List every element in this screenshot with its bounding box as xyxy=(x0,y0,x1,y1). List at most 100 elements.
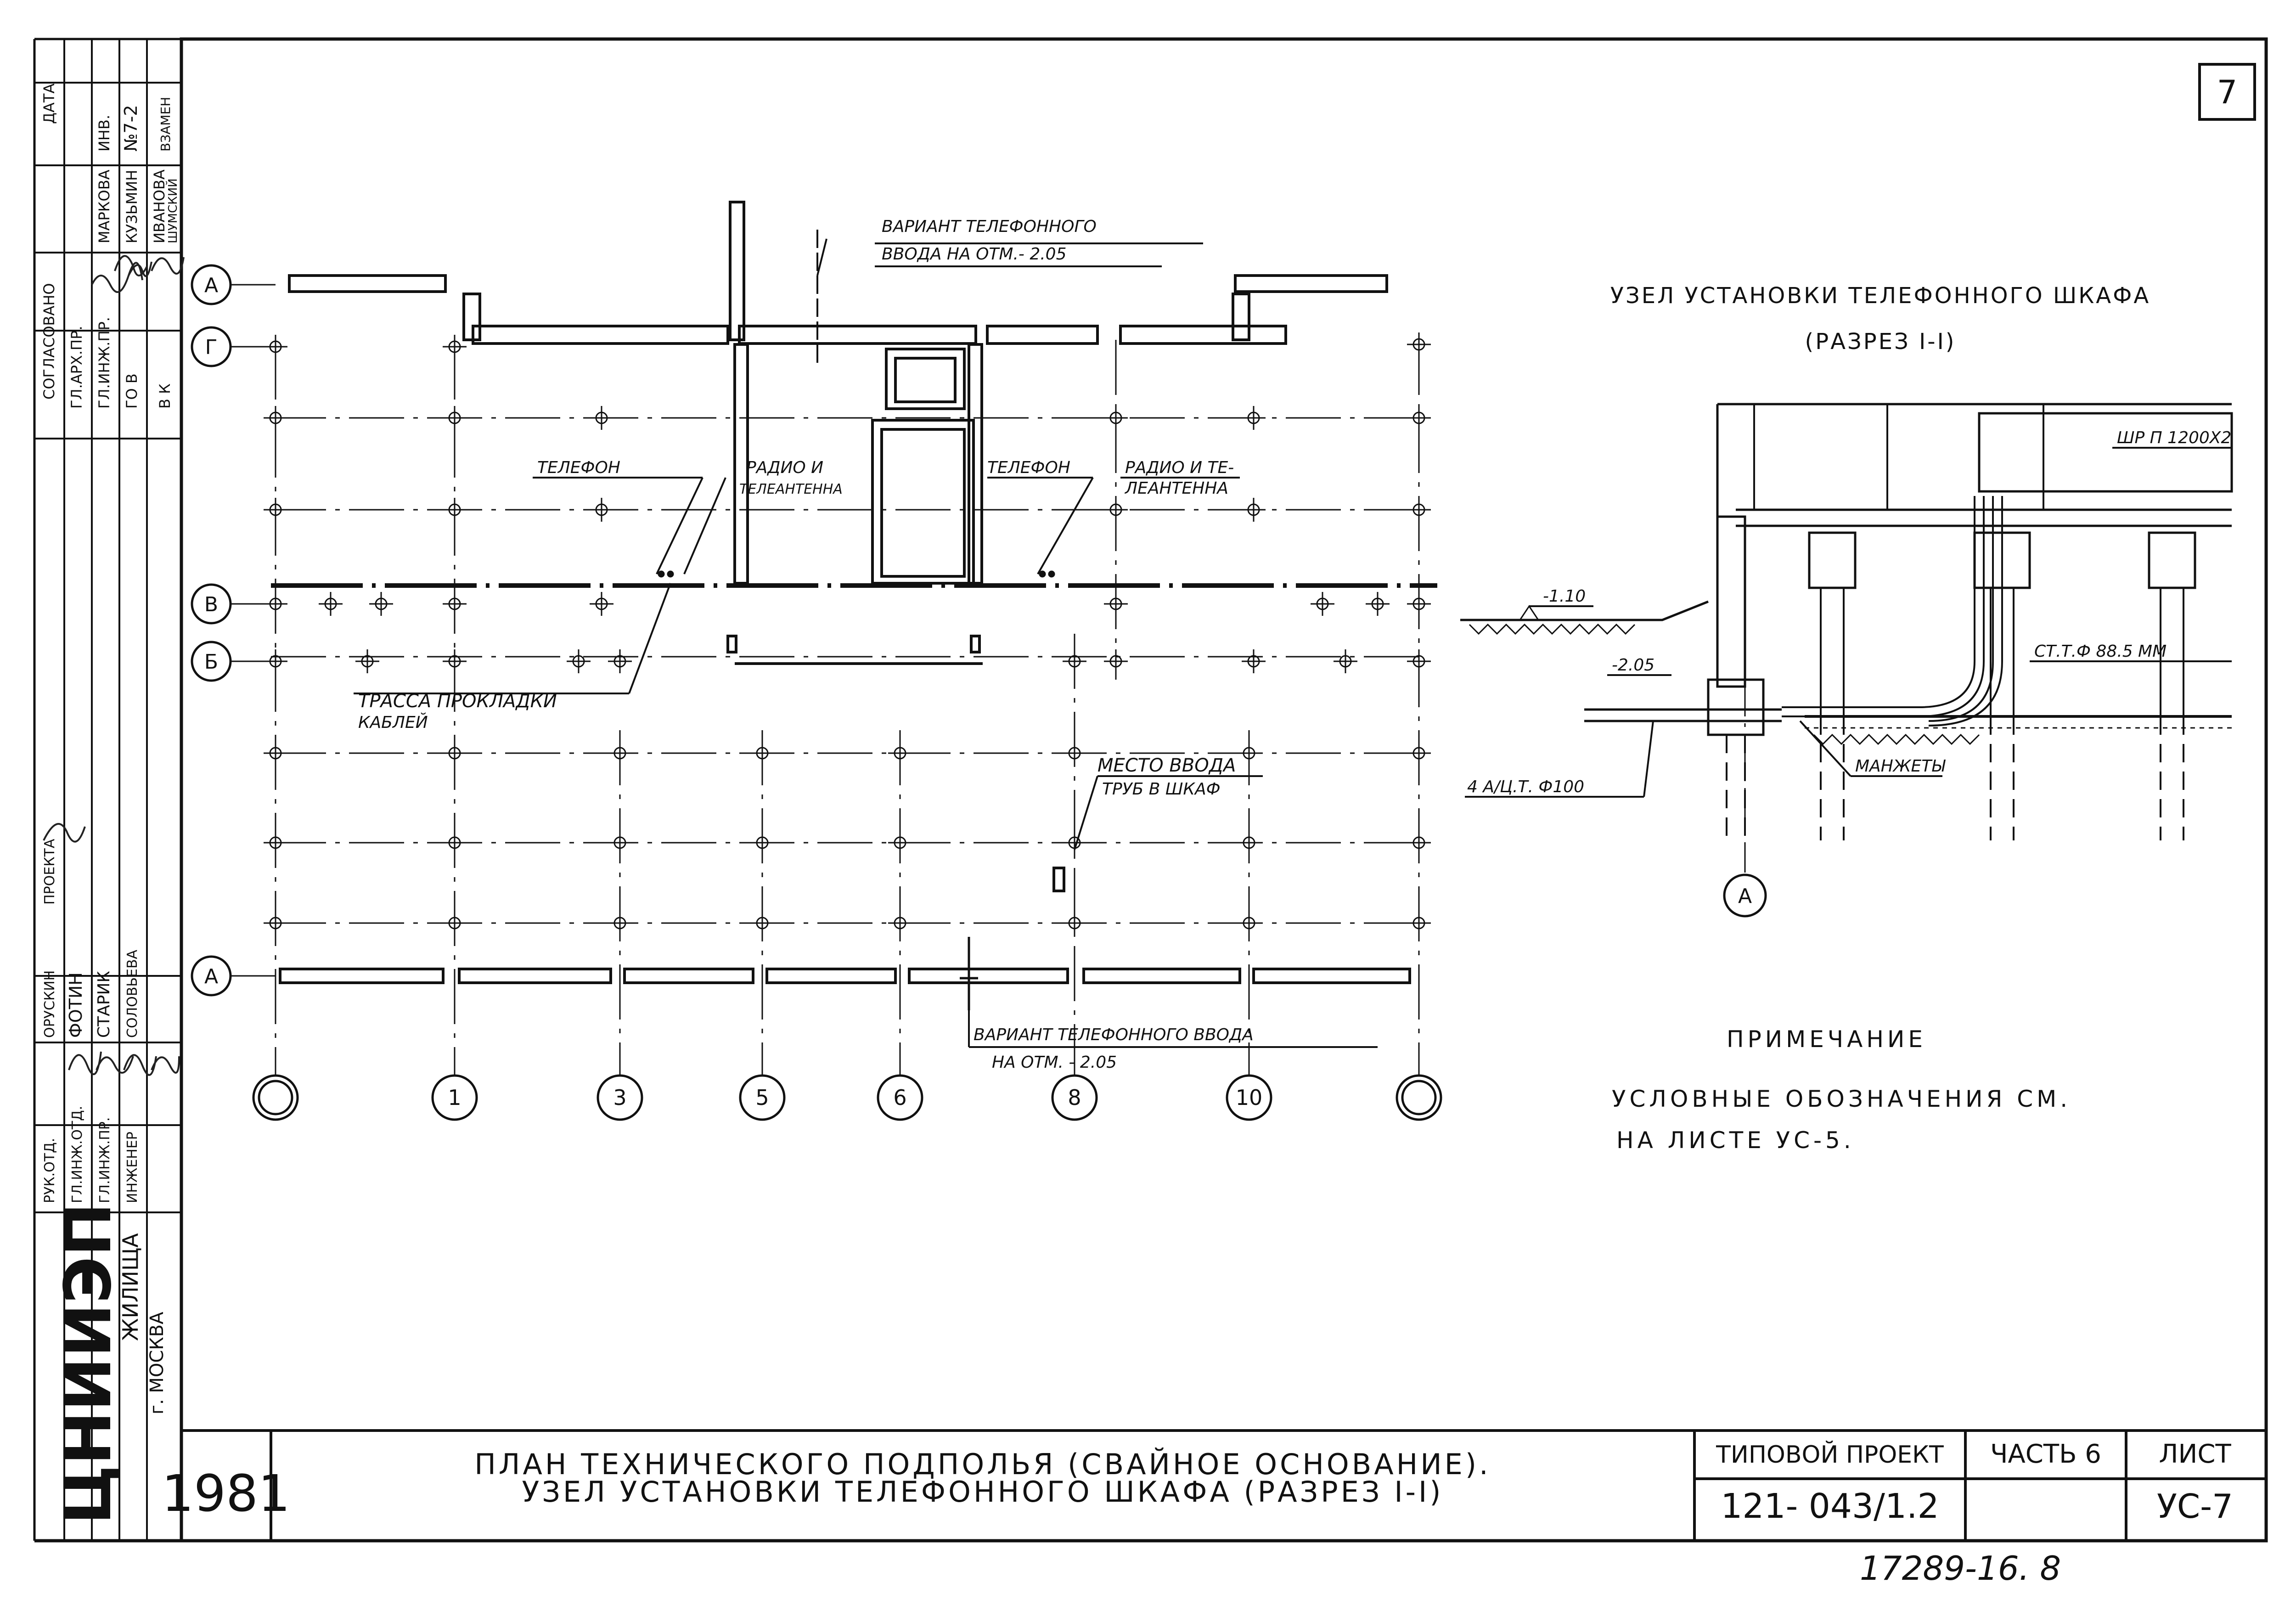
label-entry-1: МЕСТО ВВОДА xyxy=(1097,755,1236,776)
pile-symbol xyxy=(264,911,287,935)
project-number: 121- 043/1.2 xyxy=(1721,1487,1939,1526)
approval-role-4: В К xyxy=(156,383,174,409)
level-label-2: -2.05 xyxy=(1612,656,1654,675)
section-subtitle: (РАЗРЕЗ I-I) xyxy=(1805,329,1956,355)
pile-symbol xyxy=(1104,592,1128,616)
pile-symbol xyxy=(1063,911,1086,935)
label-radio-right-1: РАДИО И ТЕ- xyxy=(1125,458,1234,477)
label-entry-2: ТРУБ В ШКАФ xyxy=(1102,780,1221,799)
sheet-code: УС-7 xyxy=(2157,1487,2233,1526)
pile-symbol xyxy=(590,498,613,522)
leader-lines xyxy=(354,242,1378,1048)
sheet-number: 7 xyxy=(2217,73,2238,111)
org-logo: ЦНИИЭП xyxy=(51,1203,126,1525)
pile-symbol xyxy=(264,831,287,855)
authors-block: РУК.ОТД. ГЛ.ИНЖ.ОТД. ГЛ.ИНЖ.ПР. ИНЖЕНЕР … xyxy=(42,950,141,1203)
author-role-4: ИНЖЕНЕР xyxy=(124,1132,141,1203)
pile-symbol xyxy=(443,406,467,430)
approval-role-2: ГЛ.ИНЖ.ПР. xyxy=(96,317,113,409)
note-block: ПРИМЕЧАНИЕ УСЛОВНЫЕ ОБОЗНАЧЕНИЯ СМ. НА Л… xyxy=(1612,1026,2071,1154)
column-axis-label: 1 xyxy=(448,1085,461,1110)
column-axis-marker: 1 xyxy=(431,1074,478,1121)
bottom-wall xyxy=(279,968,1411,984)
stamp-number: 17289-16. 8 xyxy=(1860,1549,2061,1588)
pipe-label: СТ.Т.Ф 88.5 ММ xyxy=(2034,642,2167,661)
pile-symbol xyxy=(608,741,632,765)
approvals-block: СОГЛАСОВАНО ДАТА ГЛ.АРХ.ПР. ГЛ.ИНЖ.ПР. Г… xyxy=(40,84,180,905)
label-variant-top-2: ВВОДА НА ОТМ.- 2.05 xyxy=(882,245,1067,264)
approval-role-1: ГЛ.АРХ.ПР. xyxy=(68,326,85,409)
cabinet-label: ШР П 1200Х2 xyxy=(2117,428,2231,447)
sheet-label: ЛИСТ xyxy=(2159,1439,2231,1469)
replace-label: ВЗАМЕН xyxy=(158,97,173,152)
pile-symbol xyxy=(1407,741,1431,765)
asbestos-label: 4 А/Ц.Т. Ф100 xyxy=(1467,777,1584,796)
column-axis-label: 3 xyxy=(613,1085,626,1110)
pile-symbol xyxy=(443,911,467,935)
column-axis-marker: 8 xyxy=(1051,1074,1098,1121)
note-line-2: НА ЛИСТЕ УС-5. xyxy=(1616,1127,1855,1154)
pile-symbol xyxy=(750,741,774,765)
approval-role-3: ГО В xyxy=(123,373,141,409)
approval-name-3: ИВАНОВА xyxy=(151,169,168,243)
row-axis-marker: А xyxy=(191,955,276,997)
plan-labels: ВАРИАНТ ТЕЛЕФОННОГО ВВОДА НА ОТМ.- 2.05 … xyxy=(358,217,1254,1072)
pile-symbol xyxy=(369,592,393,616)
axis-lines-horizontal xyxy=(271,417,1428,924)
sheet-frame xyxy=(33,37,2268,1543)
pile-symbol xyxy=(608,831,632,855)
column-axis-markers: 1 3 5 6 8 10 xyxy=(252,1074,1442,1121)
column-axis-label: 8 xyxy=(1068,1085,1081,1110)
signatures xyxy=(43,255,185,1076)
project-label: ТИПОВОЙ ПРОЕКТ xyxy=(1716,1441,1944,1469)
pile-symbol xyxy=(1063,741,1086,765)
pile-symbol xyxy=(1366,592,1390,616)
column-axis-label: 5 xyxy=(755,1085,769,1110)
label-telephone-left: ТЕЛЕФОН xyxy=(537,458,620,477)
pile-symbol xyxy=(1063,831,1086,855)
author-name-4: СОЛОВЬЕВА xyxy=(124,950,141,1038)
row-axis-label: В xyxy=(204,593,218,616)
pile-symbol xyxy=(443,831,467,855)
label-route-1: ТРАССА ПРОКЛАДКИ xyxy=(358,691,557,712)
column-axis-marker xyxy=(252,1074,299,1121)
row-axis-label: А xyxy=(204,274,218,297)
pile-symbol xyxy=(443,592,467,616)
pile-symbol xyxy=(1311,592,1334,616)
sheet-number-box: 7 xyxy=(2198,63,2256,121)
label-route-2: КАБЛЕЙ xyxy=(358,713,428,732)
column-axis-marker: 5 xyxy=(739,1074,786,1121)
pile-symbol xyxy=(1407,649,1431,673)
pile-symbol xyxy=(319,592,343,616)
pile-symbol xyxy=(590,592,613,616)
label-variant-top-1: ВАРИАНТ ТЕЛЕФОННОГО xyxy=(882,217,1097,236)
approvals-header: СОГЛАСОВАНО xyxy=(40,283,58,400)
note-title: ПРИМЕЧАНИЕ xyxy=(1727,1026,1926,1053)
pile-symbol xyxy=(567,649,591,673)
row-axis-label: А xyxy=(204,965,218,988)
pile-symbol xyxy=(888,741,912,765)
pile-symbol xyxy=(264,498,287,522)
pile-symbol xyxy=(1063,649,1086,673)
pile-symbol xyxy=(608,911,632,935)
pile-symbol xyxy=(888,831,912,855)
foundation-plan xyxy=(271,201,1437,1075)
author-name-1: ОРУСКИН xyxy=(42,970,58,1038)
label-variant-bottom-1: ВАРИАНТ ТЕЛЕФОННОГО ВВОДА xyxy=(974,1025,1254,1044)
row-axis-markers: А Г В Б А xyxy=(191,264,276,997)
column-axis-label: 6 xyxy=(893,1085,906,1110)
approval-name-1: МАРКОВА xyxy=(96,169,113,243)
title-line-1: ПЛАН ТЕХНИЧЕСКОГО ПОДПОЛЬЯ (СВАЙНОЕ ОСНО… xyxy=(474,1448,1491,1481)
pile-symbol xyxy=(1407,498,1431,522)
level-label-1: -1.10 xyxy=(1543,587,1586,606)
pile-symbol xyxy=(1334,649,1357,673)
piles xyxy=(264,332,1431,935)
pile-symbol xyxy=(1407,406,1431,430)
note-line-1: УСЛОВНЫЕ ОБОЗНАЧЕНИЯ СМ. xyxy=(1612,1086,2071,1112)
pile-symbol xyxy=(1407,332,1431,356)
pile-symbol xyxy=(1407,911,1431,935)
pile-symbol xyxy=(750,831,774,855)
row-axis-marker: А xyxy=(191,264,276,305)
pile-symbol xyxy=(443,335,467,359)
